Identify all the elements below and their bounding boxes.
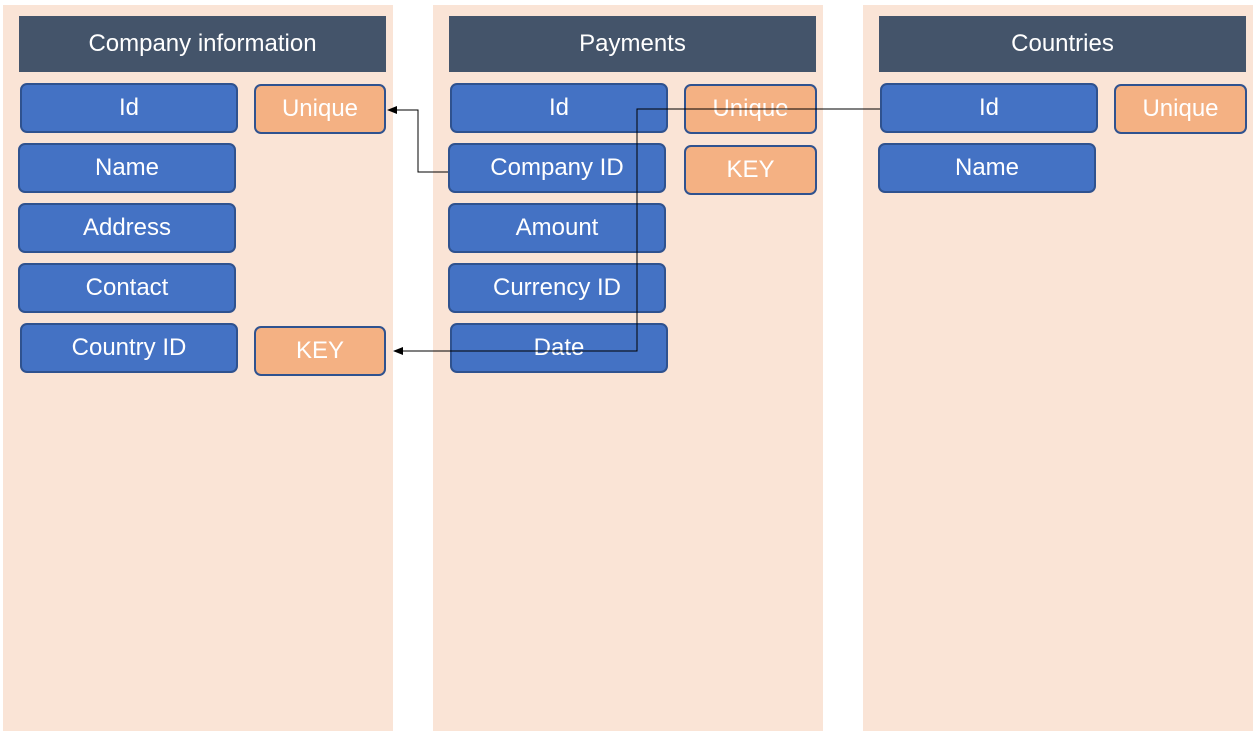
payments-table-title: Payments [449,16,816,72]
company-field-address: Address [18,203,236,253]
countries-table-title: Countries [879,16,1246,72]
company-field-id: Id [20,83,238,133]
company-field-name: Name [18,143,236,193]
payments-field-currency-id: Currency ID [448,263,666,313]
company-field-contact: Contact [18,263,236,313]
countries-id-unique-tag: Unique [1114,84,1247,134]
company-country-id-key-tag: KEY [254,326,386,376]
payments-id-unique-tag: Unique [684,84,817,134]
countries-field-id: Id [880,83,1098,133]
company-field-country-id: Country ID [20,323,238,373]
payments-field-id: Id [450,83,668,133]
company-table-title: Company information [19,16,386,72]
payments-field-company-id: Company ID [448,143,666,193]
company-id-unique-tag: Unique [254,84,386,134]
countries-field-name: Name [878,143,1096,193]
payments-field-amount: Amount [448,203,666,253]
payments-company-id-key-tag: KEY [684,145,817,195]
payments-field-date: Date [450,323,668,373]
